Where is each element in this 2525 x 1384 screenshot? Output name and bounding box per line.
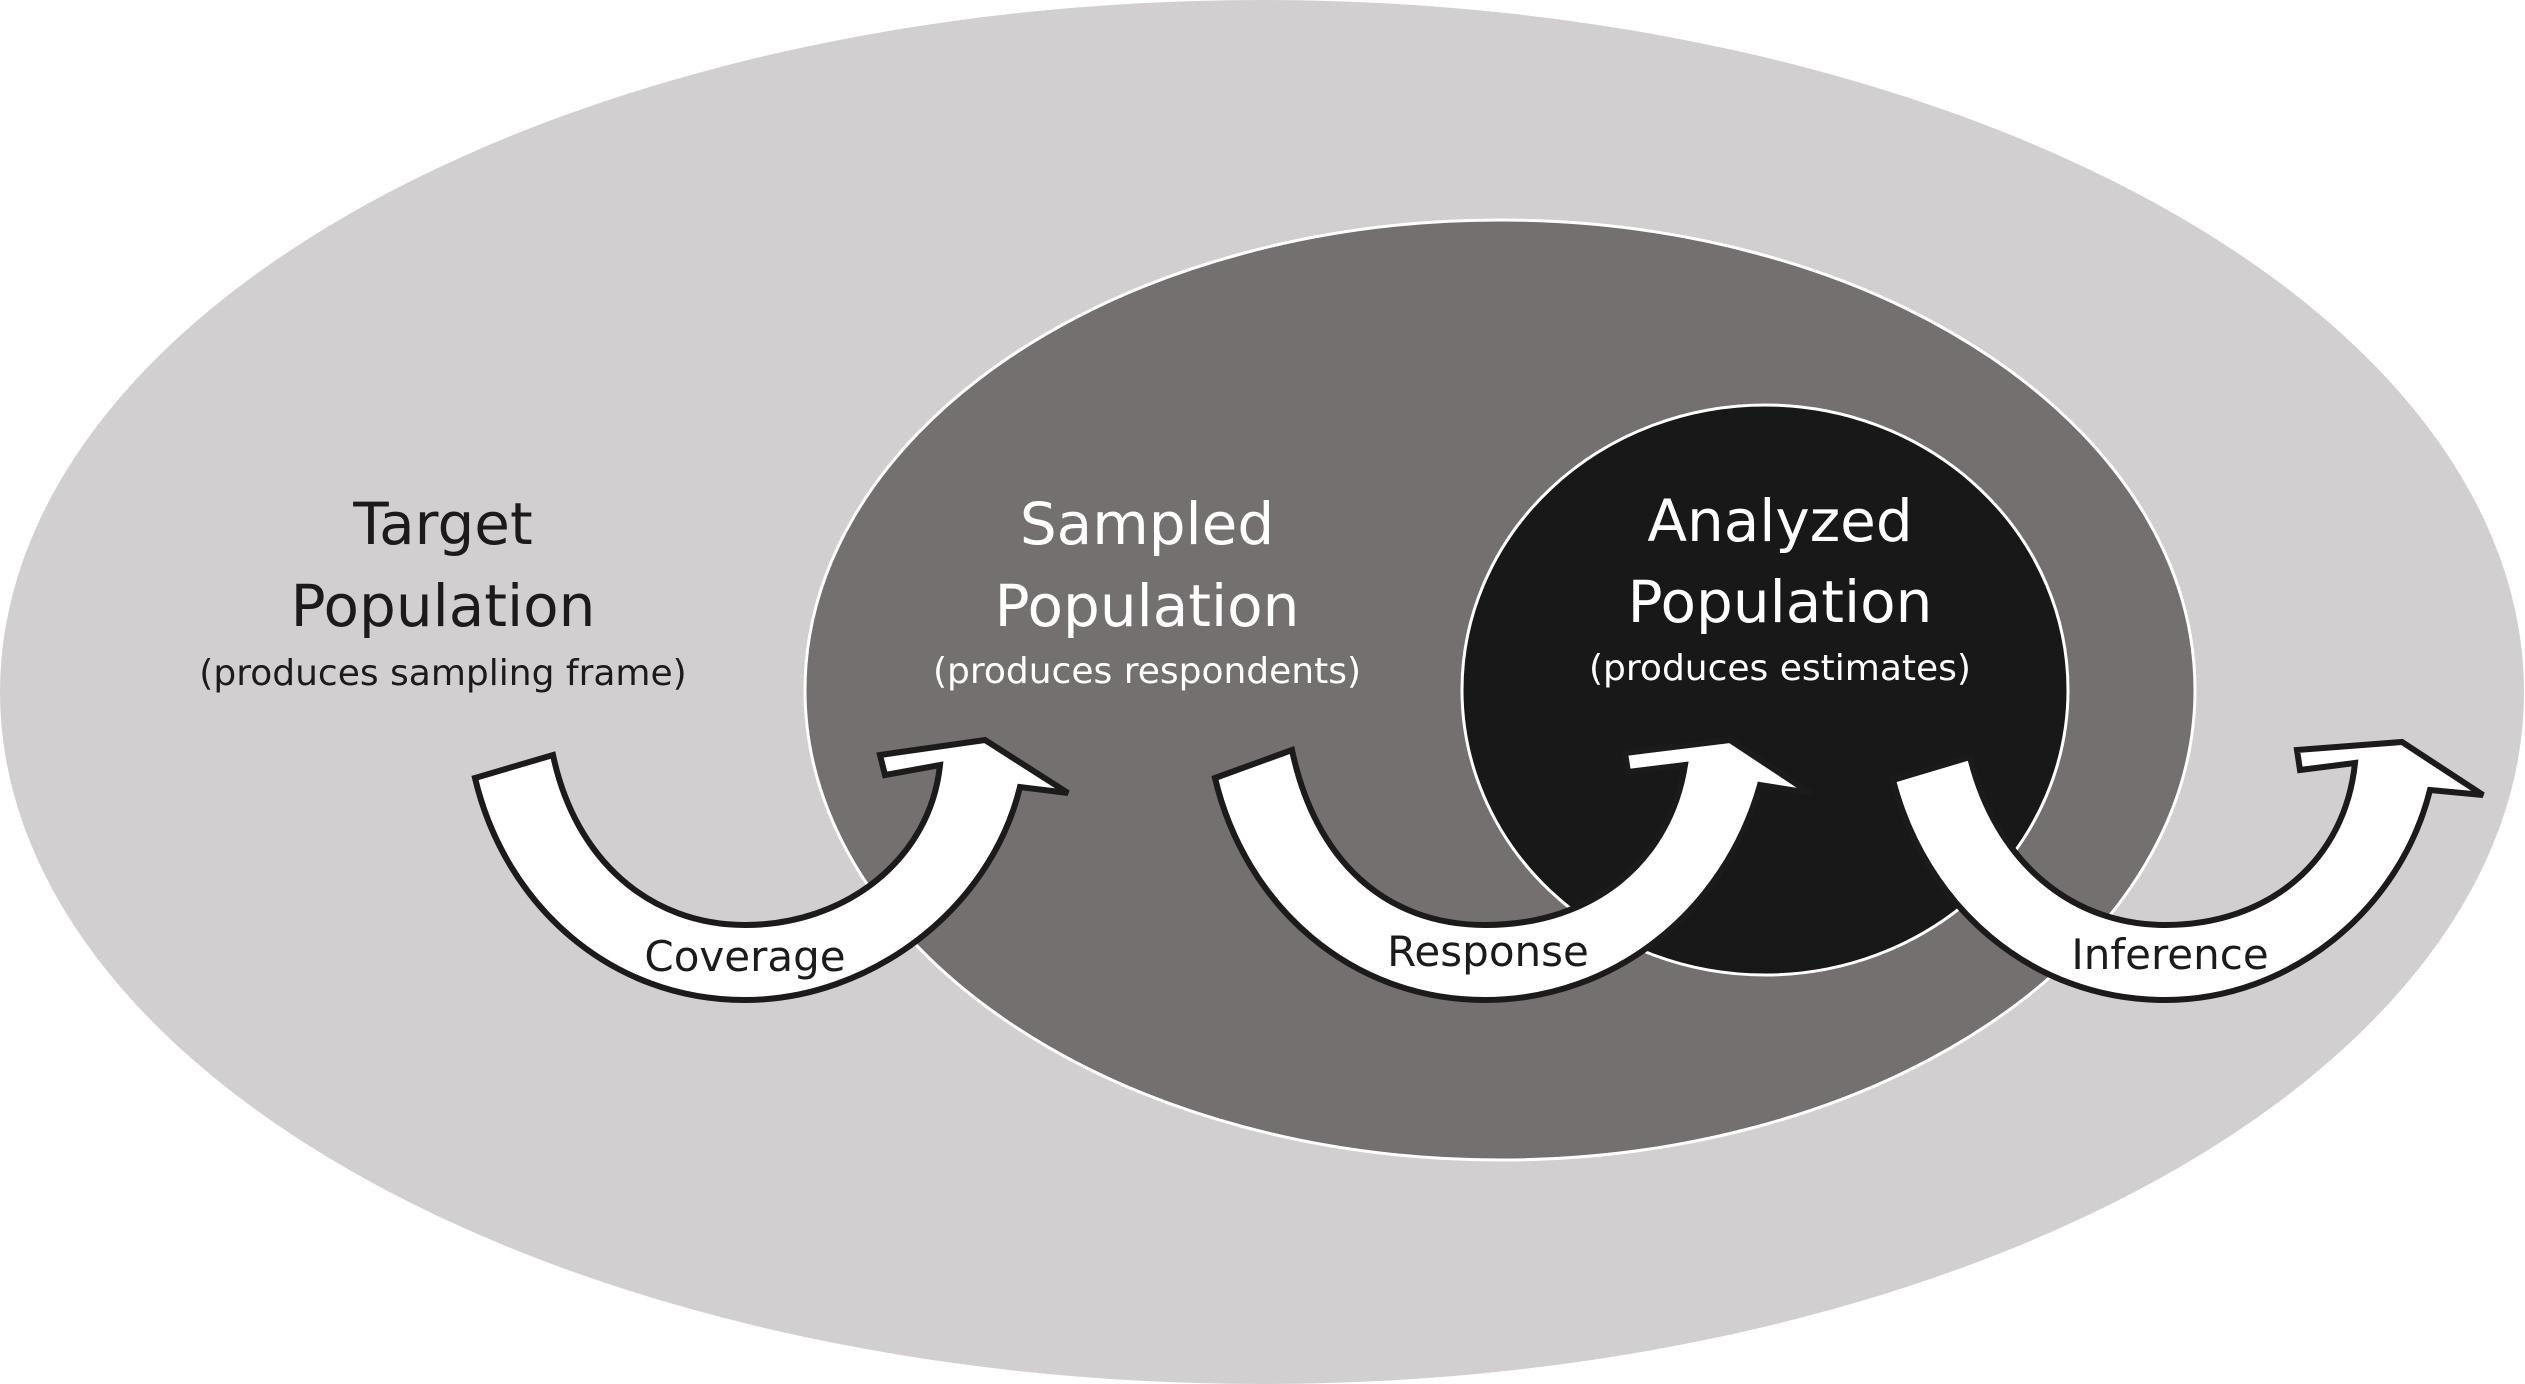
response-arrow: Response bbox=[1211, 736, 1812, 1004]
analyzed-population-label: Analyzed Population (produces estimates) bbox=[1589, 487, 1971, 689]
response-label: Response bbox=[1387, 927, 1589, 976]
inference-arrow: Inference bbox=[1889, 738, 2485, 1004]
target-population-subtitle: (produces sampling frame) bbox=[199, 653, 686, 694]
curved-arrow-icon bbox=[1889, 738, 2485, 1004]
target-population-label: Target Population (produces sampling fra… bbox=[199, 490, 686, 694]
inference-label: Inference bbox=[2071, 930, 2268, 979]
sampled-population-title-line1: Sampled bbox=[1020, 490, 1274, 558]
sampled-population-subtitle: (produces respondents) bbox=[933, 651, 1361, 692]
analyzed-population-subtitle: (produces estimates) bbox=[1589, 648, 1971, 689]
analyzed-population-title-line2: Population bbox=[1628, 568, 1933, 636]
curved-arrow-icon bbox=[471, 736, 1070, 1004]
target-population-title-line1: Target bbox=[352, 490, 532, 558]
analyzed-population-title-line1: Analyzed bbox=[1647, 487, 1912, 555]
sampled-population-label: Sampled Population (produces respondents… bbox=[933, 490, 1361, 692]
target-population-title-line2: Population bbox=[291, 572, 596, 640]
sampled-population-title-line2: Population bbox=[995, 572, 1300, 640]
coverage-arrow: Coverage bbox=[471, 736, 1070, 1004]
coverage-label: Coverage bbox=[644, 932, 845, 981]
curved-arrow-icon bbox=[1211, 736, 1812, 1004]
